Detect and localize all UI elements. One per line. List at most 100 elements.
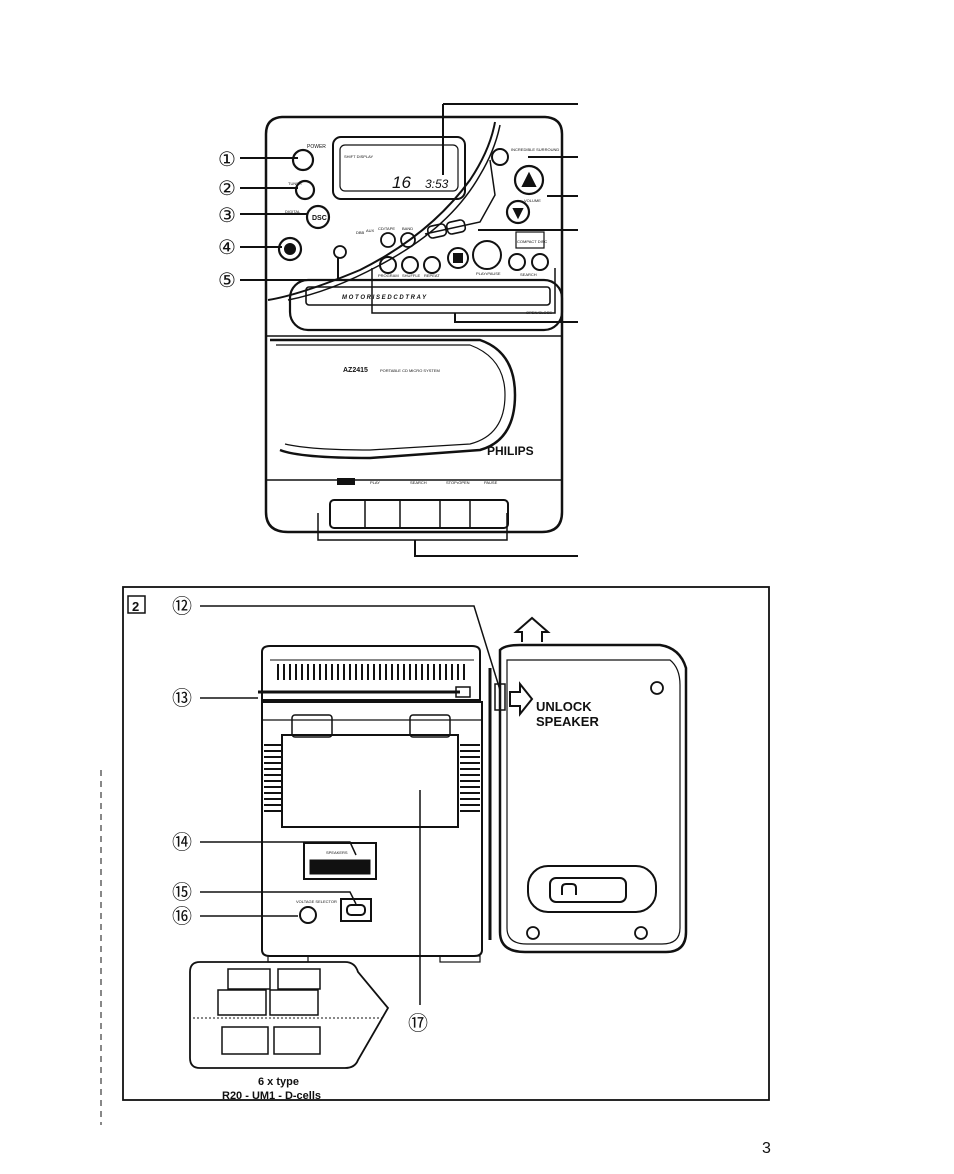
tuning-up-button[interactable] bbox=[445, 219, 467, 235]
headphone-jack-core bbox=[284, 243, 296, 255]
remote-sensor bbox=[333, 245, 347, 259]
unlock-latch[interactable] bbox=[494, 683, 506, 711]
tape-play-label: PLAY bbox=[370, 480, 380, 485]
figure-1-labels: ① ② ③ ④ ⑤ POWER TUNER DSC DIGITAL SHIFT … bbox=[218, 144, 559, 485]
speakers-label: SPEAKERS bbox=[326, 850, 348, 855]
mains-socket-inner bbox=[346, 904, 366, 916]
cd-tray-frame bbox=[288, 278, 564, 332]
foot-right bbox=[439, 955, 481, 963]
power-label: POWER bbox=[307, 144, 326, 150]
cassette-door-inner bbox=[276, 344, 506, 451]
speaker-side-inner bbox=[506, 659, 681, 945]
back-top-handle bbox=[261, 645, 481, 701]
open-close-label: OPEN/CLOSE bbox=[526, 310, 552, 315]
tray-label: M O T O R I S E D C D T R A Y bbox=[342, 295, 427, 301]
tuning-down-button[interactable] bbox=[426, 223, 448, 239]
speaker-side bbox=[498, 643, 688, 954]
volume-down-button[interactable] bbox=[505, 199, 531, 225]
figure-2-number: 2 bbox=[132, 599, 139, 614]
cd-logo-box bbox=[515, 231, 545, 249]
battery-cell-5 bbox=[221, 1026, 269, 1055]
side-grille-right bbox=[460, 744, 480, 812]
stop-button[interactable] bbox=[447, 247, 469, 269]
callout-5: ⑤ bbox=[218, 268, 236, 292]
display-time: 3:53 bbox=[425, 177, 449, 191]
unlock-arrow-icon bbox=[509, 681, 534, 717]
callout-line-cd-keys bbox=[371, 268, 556, 314]
brand-logo: PHILIPS bbox=[487, 444, 534, 458]
vent-grille bbox=[277, 664, 465, 680]
rec-label-bar bbox=[337, 478, 355, 485]
callout-12: ⑫ bbox=[172, 594, 192, 618]
speaker-terminal-block[interactable] bbox=[309, 859, 371, 875]
side-grille-left bbox=[264, 744, 282, 812]
callout-line-14 bbox=[200, 841, 357, 856]
cd-tray[interactable] bbox=[305, 286, 551, 306]
power-button[interactable] bbox=[291, 148, 315, 172]
play-pause-label: PLAY•PAUSE bbox=[476, 271, 501, 276]
program-button[interactable] bbox=[380, 232, 396, 248]
callout-line-12 bbox=[200, 605, 501, 691]
speaker-handle-recess bbox=[549, 877, 627, 903]
speaker-handle[interactable] bbox=[527, 865, 657, 913]
tape-pause-label: PAUSE bbox=[484, 480, 498, 485]
voltage-label: VOLTAGE SELECTOR bbox=[296, 899, 337, 904]
dsc-button[interactable] bbox=[305, 204, 331, 230]
lid-latch-left bbox=[291, 714, 333, 738]
battery-cell-2 bbox=[277, 968, 321, 990]
arrow-up-icon bbox=[513, 616, 551, 642]
surround-button[interactable] bbox=[491, 148, 509, 166]
handle-mark-icon bbox=[561, 883, 577, 895]
tape-keys-frame bbox=[329, 499, 509, 529]
band-button[interactable] bbox=[400, 232, 416, 248]
volume-up-button[interactable] bbox=[513, 164, 545, 196]
volume-label: VOLUME bbox=[524, 198, 541, 203]
lid-latch-right bbox=[409, 714, 451, 738]
shuffle-button[interactable] bbox=[401, 256, 419, 274]
headphone-jack[interactable] bbox=[277, 236, 303, 262]
cd-tape-label: CD/TAPE bbox=[378, 226, 395, 231]
battery-cell-1 bbox=[227, 968, 271, 990]
unlock-label: UNLOCK bbox=[536, 699, 592, 714]
callout-line-15 bbox=[200, 891, 357, 905]
battery-cell-6 bbox=[273, 1026, 321, 1055]
battery-caption-1: 6 x type bbox=[258, 1076, 299, 1088]
battery-caption-2: R20 - UM1 - D-cells bbox=[222, 1090, 321, 1102]
band-label: BAND bbox=[402, 226, 413, 231]
cd-logo: COMPACT DISC bbox=[517, 239, 547, 244]
tape-stop-label: STOP•OPEN bbox=[446, 480, 470, 485]
cd-program-button[interactable] bbox=[379, 256, 397, 274]
program-label: PROGRAM bbox=[378, 273, 399, 278]
callout-14: ⑭ bbox=[172, 830, 192, 854]
callout-line-tape-keys-2 bbox=[414, 540, 578, 557]
page-number: 3 bbox=[762, 1140, 771, 1157]
battery-inset bbox=[189, 961, 390, 1069]
figure-2-box bbox=[100, 586, 770, 1125]
panel-curve bbox=[267, 121, 496, 301]
callout-1: ① bbox=[218, 147, 236, 171]
tuner-button[interactable] bbox=[294, 179, 316, 201]
callout-line-tape-keys bbox=[317, 513, 508, 541]
lcd-display bbox=[332, 136, 466, 200]
volume-down-icon bbox=[512, 208, 524, 220]
play-pause-button[interactable] bbox=[472, 240, 502, 270]
screw-tr bbox=[650, 681, 664, 695]
volume-up-icon bbox=[521, 171, 537, 187]
battery-cell-4 bbox=[269, 989, 319, 1016]
repeat-button[interactable] bbox=[423, 256, 441, 274]
speaker-terminals bbox=[303, 842, 377, 880]
callout-17: ⑰ bbox=[408, 1011, 428, 1035]
repeat-label: REPEAT bbox=[424, 273, 440, 278]
tuning-strip bbox=[424, 159, 496, 235]
callout-4: ④ bbox=[218, 235, 236, 259]
voltage-selector[interactable] bbox=[299, 906, 317, 924]
callout-15: ⑮ bbox=[172, 880, 192, 904]
search-back-button[interactable] bbox=[508, 253, 526, 271]
mains-socket[interactable] bbox=[340, 898, 372, 922]
tape-search-label: SEARCH bbox=[410, 480, 427, 485]
figure-2-labels: 2 ⑫ ⑬ ⑭ ⑮ ⑯ ⑰ UNLOCK SPEAKER SPEAKERS VO… bbox=[132, 594, 599, 1102]
search-forward-button[interactable] bbox=[531, 253, 549, 271]
dsc-sub-label: DIGITAL bbox=[285, 209, 301, 214]
battery-compartment-lid[interactable] bbox=[281, 734, 459, 828]
